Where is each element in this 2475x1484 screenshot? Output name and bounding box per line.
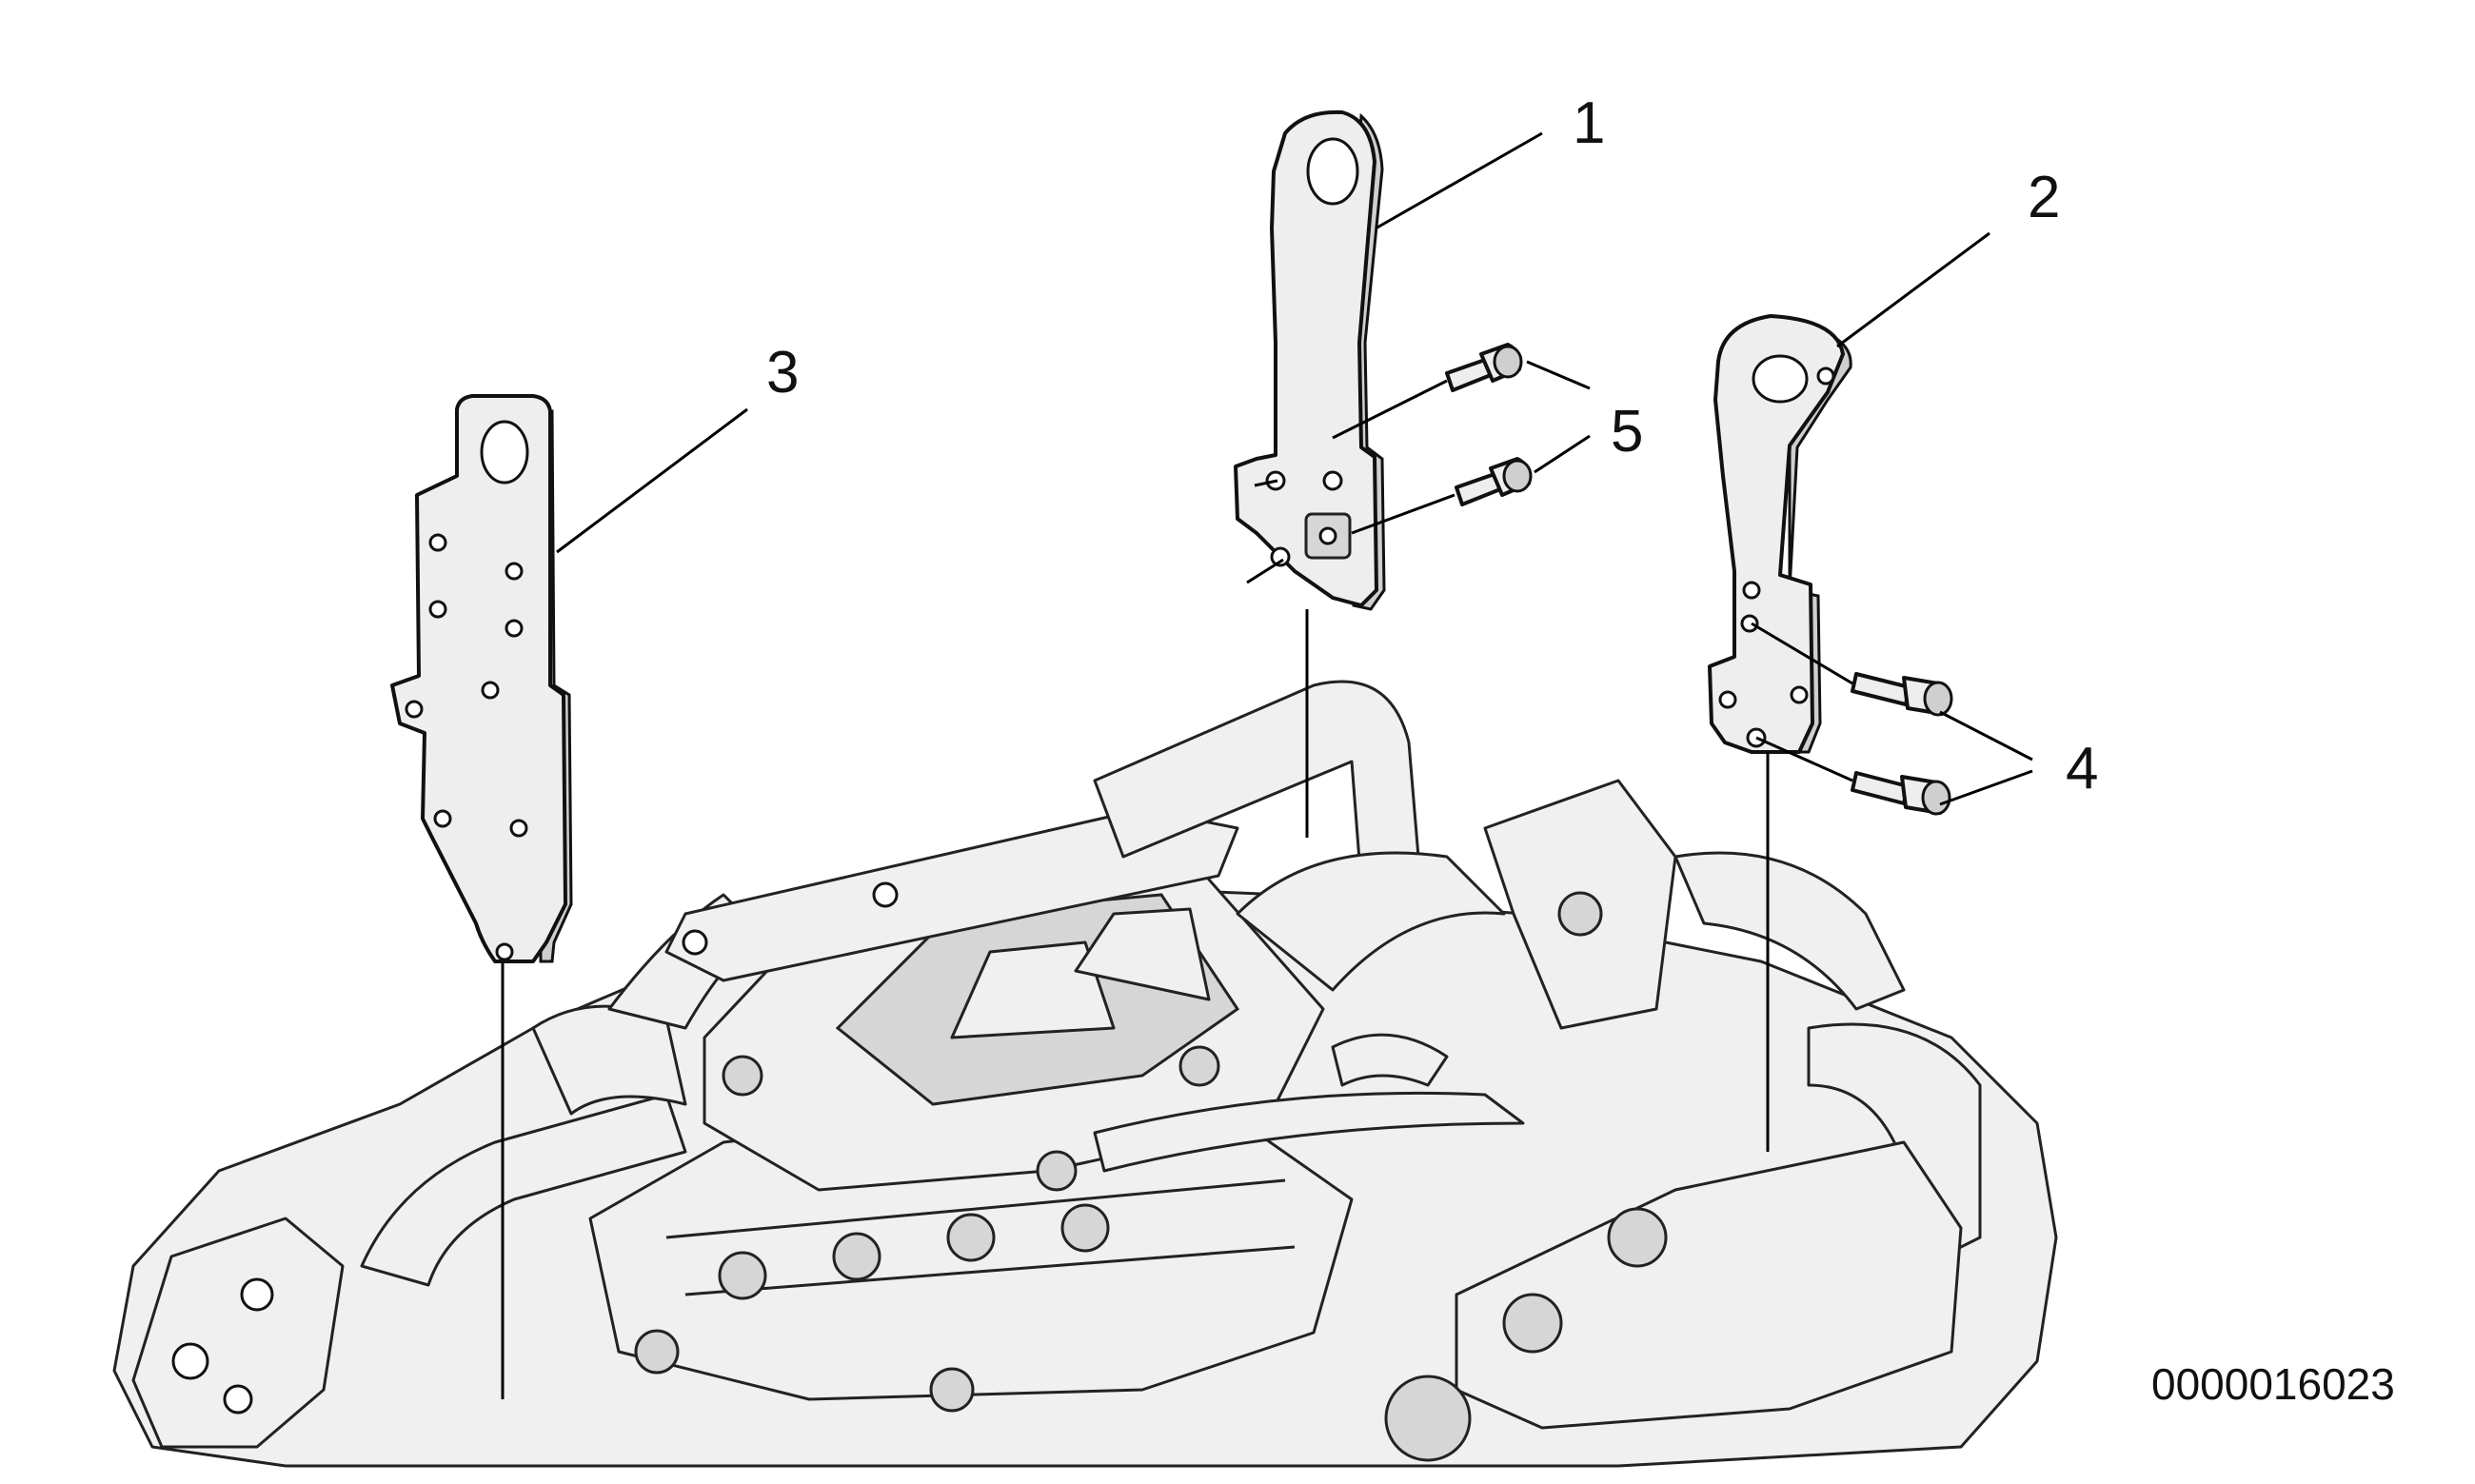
bolt-set-part-4 [1851,672,1953,816]
callout-4-label: 4 [2066,736,2098,801]
bracket-part-1 [1234,109,1386,611]
callout-3-label: 3 [766,340,799,406]
bolt-upper-4 [1851,672,1953,717]
bracket-part-2 [1708,314,1852,754]
bolt-lower-4 [1851,771,1951,816]
leader-lines [501,131,2033,1399]
callout-labels: 1 2 3 4 5 [766,90,2098,801]
callout-5-label: 5 [1611,399,1643,465]
bolt-lower-5 [1455,457,1533,506]
engine-assembly [112,680,2058,1468]
drawing-reference-code: 0000016023 [2151,1359,2395,1409]
bracket-part-3 [390,394,573,963]
callout-2-label: 2 [2028,165,2060,230]
callout-1-label: 1 [1573,90,1605,156]
bolt-set-part-5 [1445,343,1533,506]
bolt-upper-5 [1445,343,1523,392]
